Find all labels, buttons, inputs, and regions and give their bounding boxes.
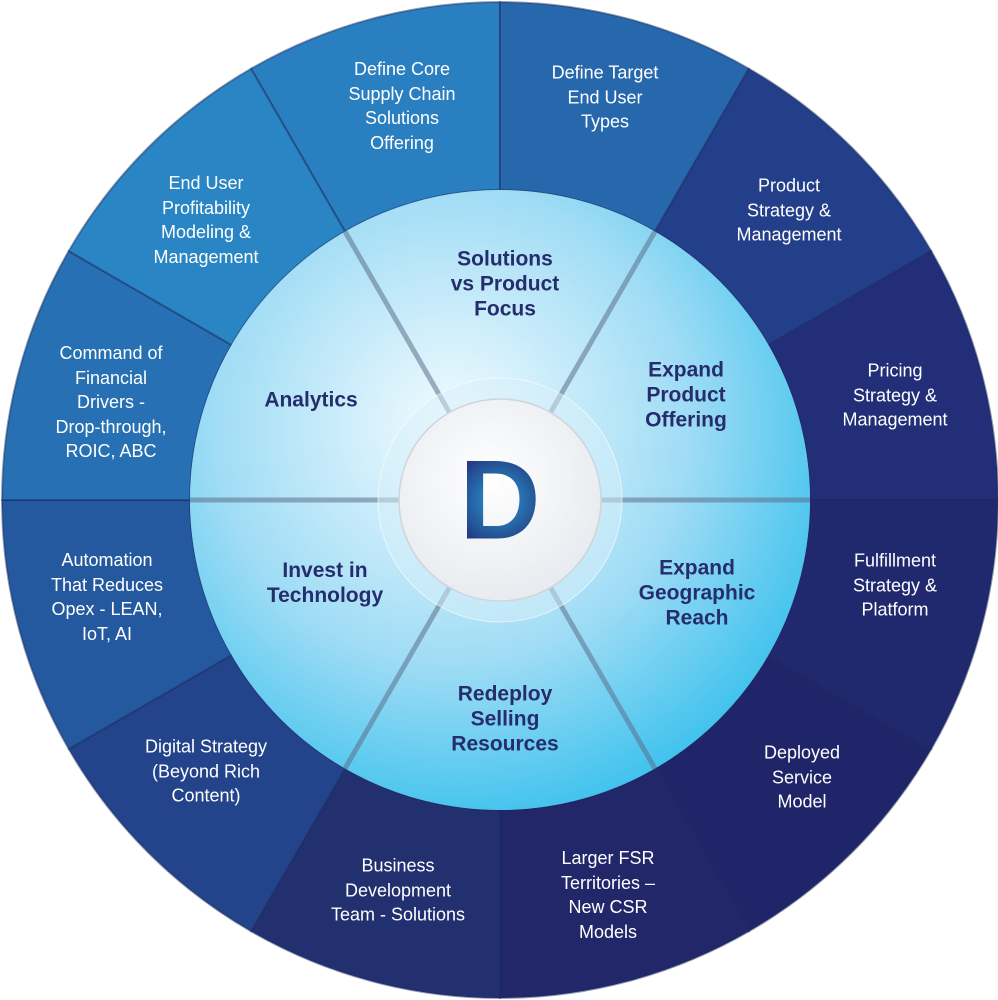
label-line: (Beyond Rich — [151, 760, 261, 781]
label-line: End User — [567, 86, 643, 107]
label-line: Expand — [648, 358, 724, 382]
label-line: Resources — [451, 732, 559, 756]
label-line: Platform — [861, 599, 929, 620]
label-line: ROIC, ABC — [65, 440, 157, 461]
label-line: Service — [771, 766, 833, 787]
label-line: Models — [578, 921, 638, 942]
label-line: Product — [757, 175, 821, 196]
label-line: Types — [580, 111, 630, 132]
label-line: Management — [736, 224, 842, 245]
label-line: Invest in — [282, 559, 368, 582]
label-line: vs Product — [450, 272, 560, 296]
label-line: Strategy & — [746, 199, 832, 220]
label-line: Drop-through, — [55, 416, 167, 437]
center-circle — [398, 398, 602, 602]
label-line: That Reduces — [50, 574, 164, 595]
label-line: Supply Chain — [348, 83, 456, 104]
label-line: Focus — [474, 297, 536, 321]
label-line: Model — [777, 791, 827, 812]
label-line: Fulfillment — [853, 550, 937, 571]
label-line: Territories – — [560, 872, 656, 893]
label-line: Content) — [171, 785, 241, 806]
label-line: Selling — [470, 707, 540, 731]
label-line: Deployed — [763, 742, 841, 763]
label-line: Solutions — [364, 108, 440, 128]
inner-segment-label: Analytics — [264, 388, 357, 413]
label-line: Geographic — [638, 581, 756, 605]
label-line: Business — [361, 855, 435, 876]
label-line: Define Target — [551, 62, 659, 83]
label-line: Offering — [645, 408, 727, 432]
label-line: Product — [646, 383, 726, 407]
label-line: Automation — [61, 550, 153, 570]
center-logo-letter: D — [459, 437, 541, 563]
label-line: New CSR — [568, 897, 648, 917]
label-line: Modeling & — [160, 222, 252, 242]
label-line: Digital Strategy — [144, 736, 268, 757]
label-line: Solutions — [457, 247, 553, 271]
label-line: IoT, AI — [81, 623, 133, 644]
label-line: Analytics — [264, 388, 358, 412]
label-line: Management — [842, 409, 948, 430]
label-line: Technology — [266, 584, 384, 607]
label-line: Team - Solutions — [330, 904, 466, 925]
label-line: Opex - LEAN, — [51, 599, 163, 619]
label-line: Management — [153, 246, 259, 267]
label-line: Development — [344, 879, 452, 900]
label-line: Pricing — [867, 360, 923, 381]
label-line: Strategy & — [852, 384, 938, 405]
label-line: Financial — [74, 367, 148, 388]
label-line: Strategy & — [852, 574, 938, 595]
label-line: Drivers - — [77, 391, 145, 412]
label-line: Command of — [59, 342, 163, 363]
label-line: Offering — [370, 132, 434, 153]
outer-segment-label: Larger FSR Territories – New CSR Models — [561, 846, 655, 944]
label-line: Redeploy — [457, 682, 553, 706]
label-line: Larger FSR — [561, 848, 655, 868]
label-line: Reach — [665, 606, 729, 630]
label-line: Profitability — [161, 197, 251, 218]
label-line: Expand — [659, 556, 735, 580]
label-line: Define Core — [353, 59, 451, 79]
label-line: End User — [168, 173, 244, 193]
